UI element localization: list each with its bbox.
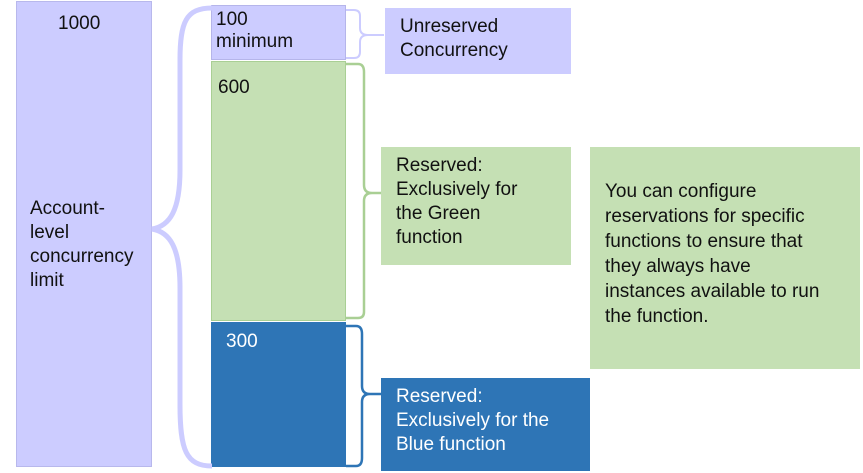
info-note [590,147,860,369]
blue-reserved-segment [211,322,346,467]
green-callout-text: Reserved: Exclusively for the Green func… [396,155,518,248]
green-callout [381,147,571,265]
unreserved-segment-value: 100 minimum [216,9,294,52]
green-segment-value: 600 [218,77,250,98]
blue-bracket [346,324,381,468]
green-reserved-segment [211,61,346,321]
blue-segment-value: 300 [226,331,258,352]
unreserved-callout [385,8,571,74]
info-note-text: You can configure reservations for speci… [605,181,820,327]
account-limit-label: Account- level concurrency limit [30,198,134,291]
unreserved-bracket [346,9,384,59]
account-limit-value: 1000 [58,13,101,34]
account-limit-bar [16,1,152,467]
unreserved-callout-text: Unreserved Concurrency [400,16,508,61]
account-brace [151,5,213,469]
green-bracket [346,62,381,320]
unreserved-segment [211,5,346,60]
blue-callout [381,378,590,471]
blue-callout-text: Reserved: Exclusively for the Blue funct… [396,386,550,455]
